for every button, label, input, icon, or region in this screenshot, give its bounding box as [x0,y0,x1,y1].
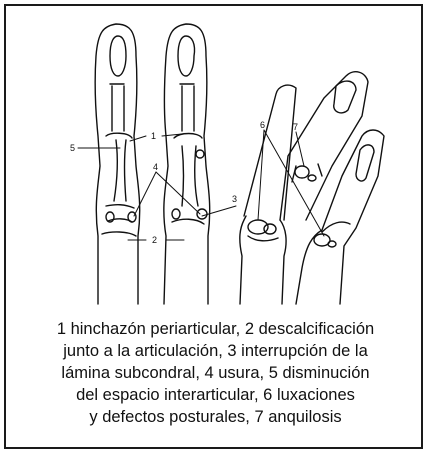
label-2: 2 [152,235,157,245]
finger-4 [280,72,368,220]
hand-joints-diagram: 1 2 3 4 5 6 7 [6,6,421,306]
finger-3 [240,85,296,304]
finger-1 [95,24,140,304]
label-3: 3 [232,194,237,204]
caption-line-5: y defectos posturales, 7 anquilosis [16,406,415,428]
caption-line-4: del espacio interarticular, 6 luxaciones [16,384,415,406]
figure-caption: 1 hinchazón periarticular, 2 descalcific… [16,318,415,428]
label-7: 7 [293,122,298,132]
caption-line-1: 1 hinchazón periarticular, 2 descalcific… [16,318,415,340]
caption-line-3: lámina subcondral, 4 usura, 5 disminució… [16,362,415,384]
label-1: 1 [151,131,156,141]
caption-line-2: junto a la articulación, 3 interrupción … [16,340,415,362]
label-4: 4 [153,162,158,172]
figure-frame: 1 2 3 4 5 6 7 1 hinchazón periarticular,… [4,4,423,449]
finger-2 [164,24,210,304]
label-6: 6 [260,120,265,130]
finger-5 [296,130,384,304]
label-5: 5 [70,143,75,153]
